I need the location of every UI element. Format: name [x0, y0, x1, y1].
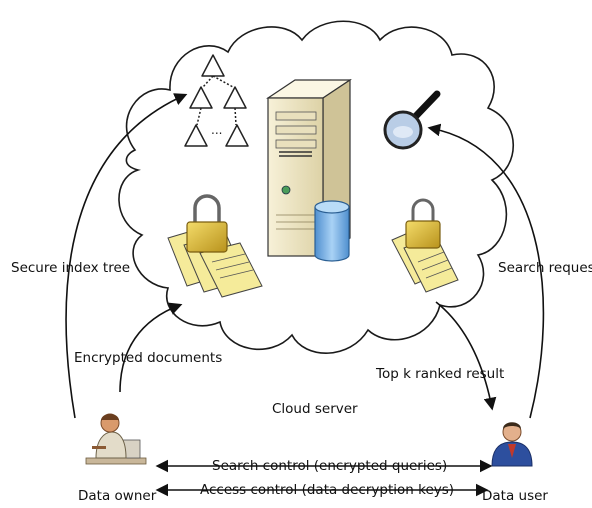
label-search-control: Search control (encrypted queries) [212, 458, 448, 474]
data-user-icon [491, 422, 533, 467]
data-owner-icon [85, 413, 147, 465]
locked-documents-icon-right [391, 198, 459, 293]
secure-index-tree-arrow [65, 93, 188, 419]
magnifying-glass-icon [383, 90, 441, 150]
label-data-owner: Data owner [78, 488, 157, 504]
tree-ellipsis: ... [211, 123, 222, 137]
search-request-arrow [427, 123, 545, 419]
label-cloud-server: Cloud server [272, 401, 358, 417]
label-secure-index-tree: Secure index tree [11, 260, 131, 276]
locked-documents-icon-left [167, 194, 263, 298]
label-data-user: Data user [482, 488, 548, 504]
index-tree-icon [184, 54, 249, 147]
label-encrypted-documents: Encrypted documents [74, 350, 223, 366]
top-k-result-arrow [435, 301, 497, 411]
label-top-k-ranked-result: Top k ranked result [376, 366, 505, 382]
label-search-request: Search request [498, 260, 592, 276]
encrypted-documents-arrow [119, 302, 183, 393]
label-access-control: Access control (data decryption keys) [200, 482, 455, 498]
database-cylinder-icon [314, 200, 350, 262]
